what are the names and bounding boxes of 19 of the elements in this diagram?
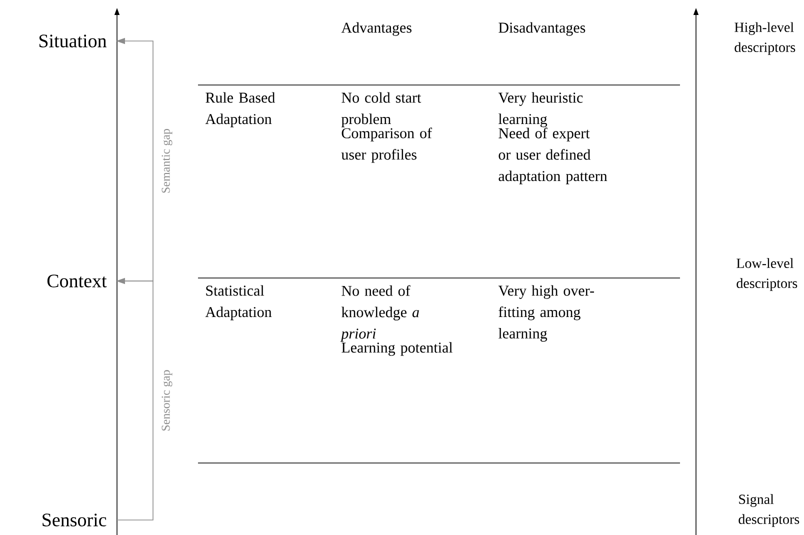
axis-label: High-level descriptors	[734, 22, 796, 55]
table-cell-text: Need of expert or user defined adaptation pattern	[498, 128, 608, 184]
level-label: Situation	[39, 34, 107, 48]
edge-label: Semantic gap	[162, 128, 172, 193]
axis-label: Low-level descriptors	[736, 258, 798, 291]
table-cell-text: Very heuristic learning	[498, 92, 583, 128]
table-cell-text: No cold start problem	[341, 92, 422, 128]
table-cell-text: No need of knowledge a priori	[340, 285, 419, 342]
table-cell-text: Learning potential	[342, 342, 453, 356]
column-heading: Disadvantages	[498, 22, 586, 36]
edge-label: Sensoric gap	[162, 370, 172, 431]
table-cell-text: Comparison of user profiles	[341, 128, 432, 163]
column-heading: Advantages	[341, 22, 412, 36]
row-heading: Rule Based Adaptation	[205, 92, 275, 128]
level-label: Context	[47, 274, 107, 288]
table-cell-text: Very high over-fitting among learning	[498, 285, 594, 342]
axis-label: Signal descriptors	[738, 494, 800, 527]
row-heading: Statistical Adaptation	[205, 285, 272, 320]
level-label: Sensoric	[42, 514, 106, 526]
